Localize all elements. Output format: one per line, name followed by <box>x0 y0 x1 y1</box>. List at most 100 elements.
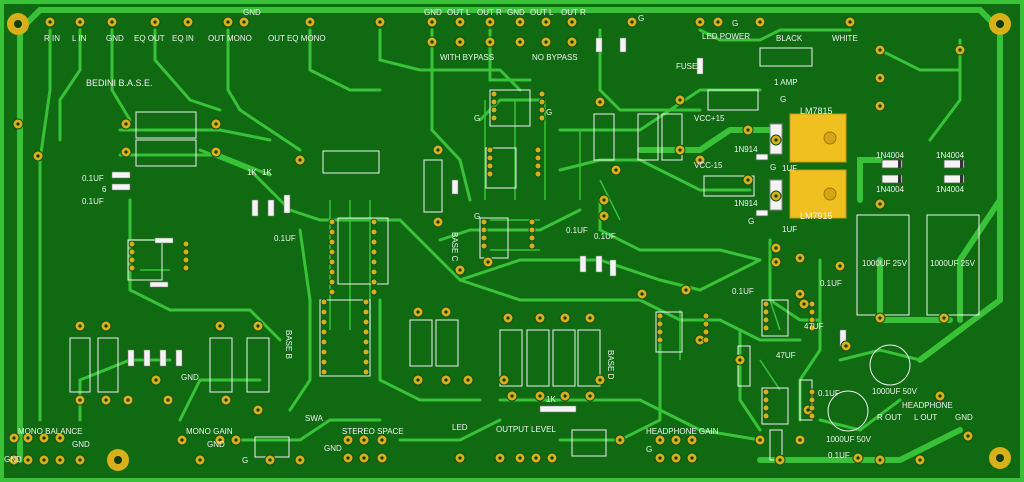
ic-pin-pad <box>538 98 546 106</box>
ic-pin-pad <box>362 358 370 366</box>
ic-pin-pad <box>370 228 378 236</box>
pad-hole <box>104 398 108 402</box>
ic-pin-pad <box>528 234 536 242</box>
ic-pin-pad <box>528 226 536 234</box>
label-1n914-a: 1N914 <box>734 145 758 154</box>
label-eq-out: EQ OUT <box>134 34 165 43</box>
ic-pin-pad <box>656 312 664 320</box>
label-1amp: 1 AMP <box>774 78 798 87</box>
label-1uf-a: 1UF <box>782 164 798 173</box>
ic-pin-pad <box>762 308 770 316</box>
ic-pin-pad <box>362 298 370 306</box>
ic-pin-pad <box>182 240 190 248</box>
label-led-power: LED POWER <box>702 32 751 41</box>
pad-hole <box>298 458 302 462</box>
label-diode-2: 1N4004 <box>876 185 905 194</box>
pad-hole <box>458 268 462 272</box>
ic-pin-pad <box>320 328 328 336</box>
diodes <box>755 153 965 217</box>
pad-hole <box>518 456 522 460</box>
ic-pin-pad <box>320 358 328 366</box>
label-with-bypass: WITH BYPASS <box>440 53 495 62</box>
ic-pin-pad <box>762 300 770 308</box>
label-cap-1000-a: 1000UF 25V <box>862 259 907 268</box>
signal-traces <box>38 28 962 442</box>
pad-hole <box>570 40 574 44</box>
pad-hole <box>746 128 750 132</box>
pad-hole <box>570 20 574 24</box>
pad-hole <box>878 458 882 462</box>
pad-hole <box>214 150 218 154</box>
pad-hole <box>486 260 490 264</box>
pad-hole <box>774 246 778 250</box>
pad-hole <box>104 324 108 328</box>
label-out-r-2: OUT R <box>561 8 586 17</box>
pad-hole <box>848 20 852 24</box>
pad-hole <box>154 378 158 382</box>
label-gnd-e: GND <box>207 440 225 449</box>
pad-hole <box>186 20 190 24</box>
label-47uf-a: 47UF <box>804 322 824 331</box>
label-01uf-g: 0.1UF <box>274 234 296 243</box>
pad-hole <box>716 20 720 24</box>
label-47uf-b: 47UF <box>776 351 796 360</box>
label-led: LED <box>452 423 468 432</box>
ic-pin-pad <box>528 242 536 250</box>
label-headphone-gain: HEADPHONE GAIN <box>646 427 719 436</box>
pad-hole <box>738 358 742 362</box>
pad-hole <box>42 458 46 462</box>
ic-pin-pad <box>480 234 488 242</box>
pad-hole <box>614 168 618 172</box>
label-vcc-neg: VCC-15 <box>694 161 723 170</box>
pad-hole <box>430 40 434 44</box>
board-title: BEDINI B.A.S.E. <box>86 78 153 88</box>
pad-hole <box>958 48 962 52</box>
pad-hole <box>12 436 16 440</box>
pad-hole <box>153 20 157 24</box>
ic-pin-pad <box>370 258 378 266</box>
label-01uf-e: 0.1UF <box>82 174 104 183</box>
ic-pin-pad <box>370 268 378 276</box>
ic-pin-pad <box>182 264 190 272</box>
label-gnd-2: GND <box>424 8 442 17</box>
pad-hole <box>758 438 762 442</box>
ic-pin-pad <box>528 218 536 226</box>
ic-pin-pad <box>490 106 498 114</box>
label-swa: SWA <box>305 414 323 423</box>
pad-hole <box>256 324 260 328</box>
ic-pin-pad <box>328 238 336 246</box>
ic-pin-pad <box>370 288 378 296</box>
ic-pin-pad <box>538 90 546 98</box>
pad-hole <box>466 378 470 382</box>
label-diode-4: 1N4004 <box>936 185 965 194</box>
ic-pin-pad <box>762 412 770 420</box>
label-gnd-b: GND <box>72 440 90 449</box>
ic-pin-pad <box>702 336 710 344</box>
pad-hole <box>878 316 882 320</box>
label-1k-c: 1K <box>546 395 556 404</box>
pad-hole <box>598 378 602 382</box>
pad-hole <box>938 394 942 398</box>
pad-hole <box>346 456 350 460</box>
pad-hole <box>618 438 622 442</box>
ic-pin-pad <box>762 324 770 332</box>
ic-pin-pad <box>762 316 770 324</box>
pad-hole <box>234 438 238 442</box>
ic-pin-pad <box>362 308 370 316</box>
ic-pin-pad <box>808 316 816 324</box>
pad-hole <box>378 20 382 24</box>
label-base-d: BASE D <box>606 350 615 380</box>
ic-pin-pad <box>128 264 136 272</box>
label-01uf-d: 0.1UF <box>828 451 850 460</box>
ic-pin-pad <box>808 300 816 308</box>
label-gnd-d: GND <box>324 444 342 453</box>
label-r-out: R OUT <box>877 413 902 422</box>
pad-hole <box>534 456 538 460</box>
ic-pin-pad <box>490 114 498 122</box>
pad-hole <box>640 292 644 296</box>
ic-pin-pad <box>328 258 336 266</box>
label-g-h: G <box>770 163 777 172</box>
pad-hole <box>918 458 922 462</box>
ic-pin-pad <box>702 328 710 336</box>
ic-pin-pad <box>808 308 816 316</box>
